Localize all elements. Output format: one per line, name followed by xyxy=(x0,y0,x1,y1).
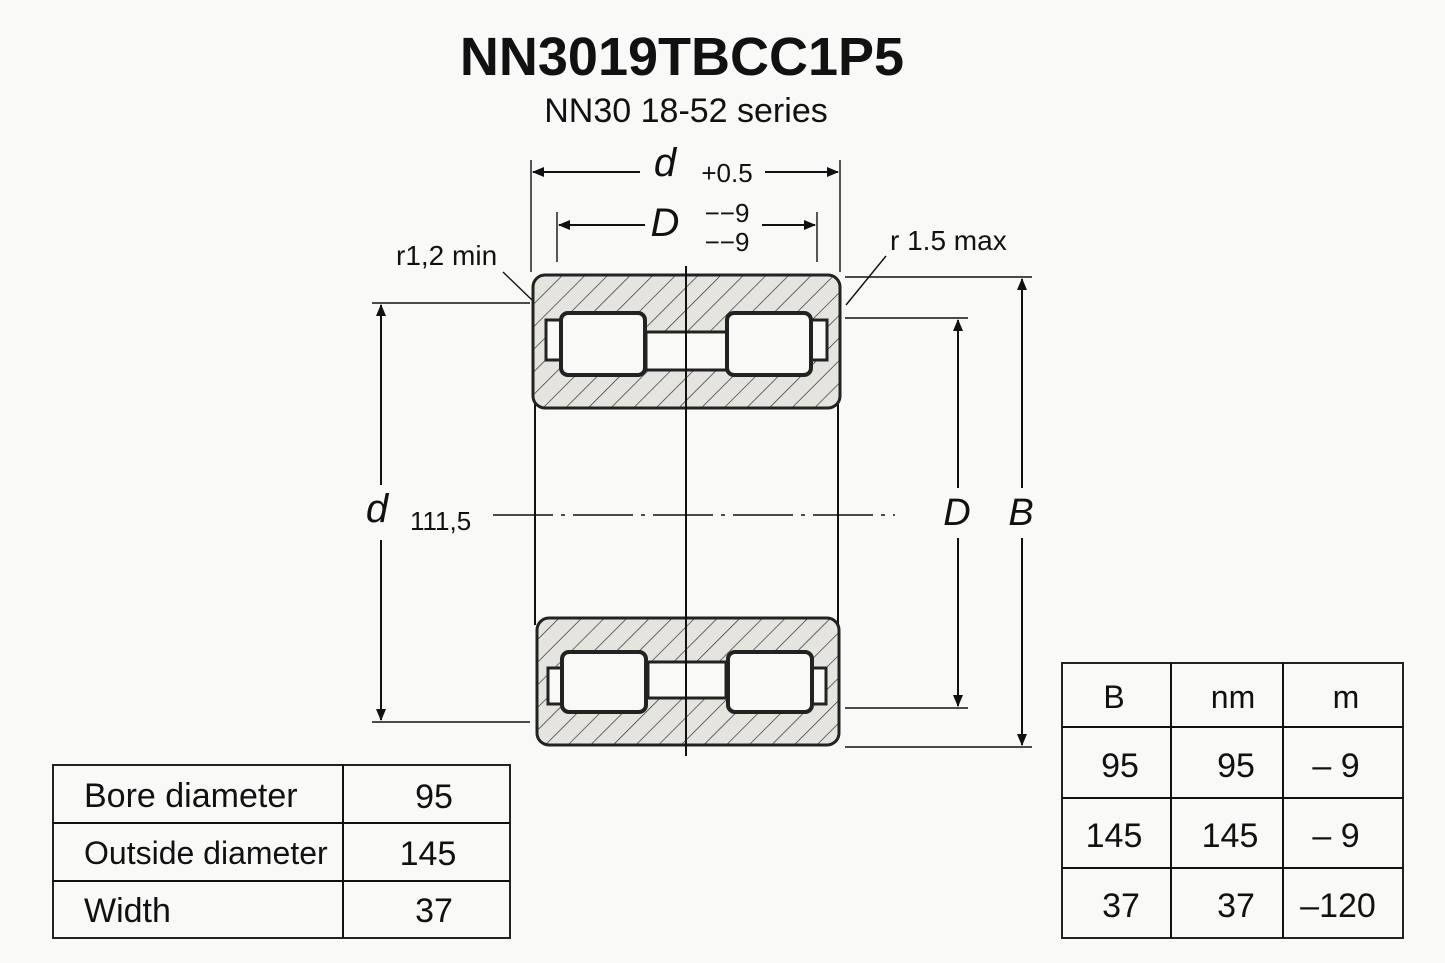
spec-value-bore: 95 xyxy=(415,778,453,816)
cell: 37 xyxy=(1102,887,1140,925)
d-top-tolerance: +0.5 xyxy=(701,158,752,188)
cell: 95 xyxy=(1217,747,1255,785)
spec-value-outside: 145 xyxy=(400,835,457,873)
cell: 145 xyxy=(1086,817,1143,855)
header-B: B xyxy=(1103,679,1124,715)
cell: 95 xyxy=(1101,747,1139,785)
header-m: m xyxy=(1333,679,1360,715)
roller xyxy=(726,650,814,714)
dimension-d-left: d 111,5 xyxy=(362,302,530,723)
D-tol-lower: −−9 xyxy=(705,227,750,257)
header-nm: nm xyxy=(1211,679,1255,715)
D-tol-upper: −−9 xyxy=(705,198,750,228)
d-left-label: d xyxy=(366,487,390,531)
cell: – 9 xyxy=(1312,817,1359,855)
page-subtitle: NN30 18-52 series xyxy=(544,92,827,130)
dimension-D-right: D xyxy=(845,317,981,709)
spec-value-width: 37 xyxy=(415,892,453,930)
spec-label-bore: Bore diameter xyxy=(84,777,298,815)
r-max-label: r 1.5 max xyxy=(890,225,1007,256)
roller xyxy=(725,311,813,377)
bearing-section xyxy=(493,266,895,756)
r-min-label: r1,2 min xyxy=(396,240,497,271)
spec-table: Bore diameter 95 Outside diameter 145 Wi… xyxy=(52,764,511,939)
cell: 37 xyxy=(1217,887,1255,925)
tolerance-table: B nm m 95 95 – 9 145 145 – 9 37 37 –120 xyxy=(1061,662,1404,939)
roller xyxy=(560,650,648,714)
spec-label-width: Width xyxy=(84,892,171,930)
dimension-B-right: B xyxy=(845,276,1046,748)
dimension-D-top: D −−9 −−9 xyxy=(556,198,818,262)
spec-label-outside: Outside diameter xyxy=(84,835,328,871)
dimension-d-top: d +0.5 xyxy=(530,141,841,272)
cell: 145 xyxy=(1202,817,1259,855)
d-left-value: 111,5 xyxy=(410,506,471,536)
page-title: NN3019TBCC1P5 xyxy=(460,27,904,87)
D-top-label: D xyxy=(651,201,680,245)
B-right-label: B xyxy=(1008,492,1033,534)
cell: – 9 xyxy=(1312,747,1359,785)
D-right-label: D xyxy=(943,492,970,534)
d-top-label: d xyxy=(654,141,678,185)
cell: –120 xyxy=(1300,887,1376,925)
roller xyxy=(559,311,647,377)
